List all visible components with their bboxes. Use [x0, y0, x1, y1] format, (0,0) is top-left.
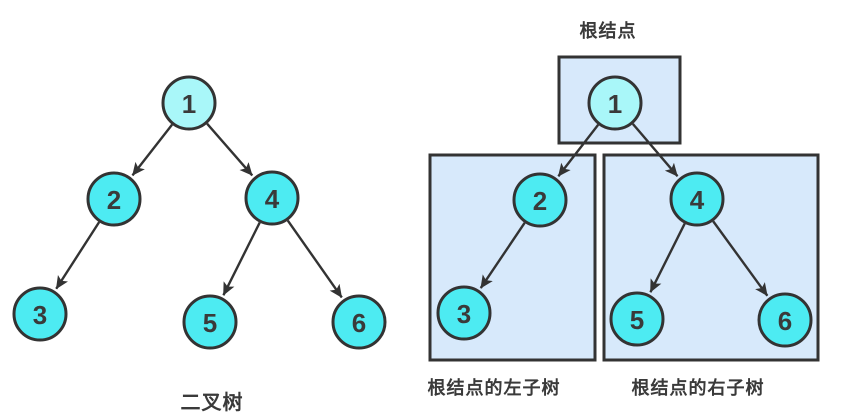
edge-4-5	[222, 222, 261, 296]
tree-node-1: 1	[161, 75, 217, 131]
edge-1-4	[631, 123, 679, 177]
tree-node-6: 6	[331, 294, 387, 350]
edge-4-6	[712, 220, 769, 297]
node-circle-3	[12, 286, 68, 342]
node-value-5: 5	[630, 305, 644, 335]
node-value-3: 3	[33, 300, 47, 330]
tree-node-5: 5	[182, 294, 238, 350]
tree-node-3: 3	[12, 286, 68, 342]
binary-tree: 1 2 4 3 5 6	[12, 75, 387, 350]
node-value-2: 2	[533, 186, 547, 216]
node-circle-3	[436, 285, 492, 341]
right-subtree-label: 根结点的右子树	[631, 378, 765, 398]
node-value-5: 5	[203, 308, 217, 338]
node-value-4: 4	[265, 184, 280, 214]
node-value-3: 3	[457, 299, 471, 329]
tree-node-6: 6	[757, 292, 813, 348]
decomposed-binary-tree: 1 2 4 3 5 6	[428, 55, 820, 362]
tree-node-4: 4	[669, 171, 725, 227]
tree-node-5: 5	[609, 291, 665, 347]
node-value-1: 1	[182, 89, 196, 119]
node-value-1: 1	[608, 89, 622, 119]
node-circle-4	[669, 171, 725, 227]
binary-tree-caption: 二叉树	[180, 392, 244, 414]
tree-node-4: 4	[244, 170, 300, 226]
tree-node-3: 3	[436, 285, 492, 341]
node-circle-2	[86, 171, 142, 227]
tree-node-2: 2	[86, 171, 142, 227]
node-circle-6	[757, 292, 813, 348]
node-value-4: 4	[690, 185, 705, 215]
node-circle-2	[512, 172, 568, 228]
edge-2-3	[55, 221, 101, 290]
root-node-label: 根结点	[579, 21, 637, 41]
node-value-2: 2	[107, 185, 121, 215]
node-circle-5	[182, 294, 238, 350]
edge-1-2	[557, 124, 600, 178]
edge-1-2	[131, 123, 174, 177]
node-circle-1	[587, 75, 643, 131]
edge-4-6	[286, 219, 343, 299]
left-subtree-label: 根结点的左子树	[427, 378, 561, 398]
edge-2-3	[479, 222, 526, 289]
node-circle-5	[609, 291, 665, 347]
node-circle-4	[244, 170, 300, 226]
tree-node-2: 2	[512, 172, 568, 228]
edge-4-5	[649, 223, 686, 293]
node-circle-1	[161, 75, 217, 131]
node-value-6: 6	[352, 308, 366, 338]
edge-1-4	[206, 122, 254, 177]
tree-node-1: 1	[587, 75, 643, 131]
node-value-6: 6	[778, 306, 792, 336]
node-circle-6	[331, 294, 387, 350]
